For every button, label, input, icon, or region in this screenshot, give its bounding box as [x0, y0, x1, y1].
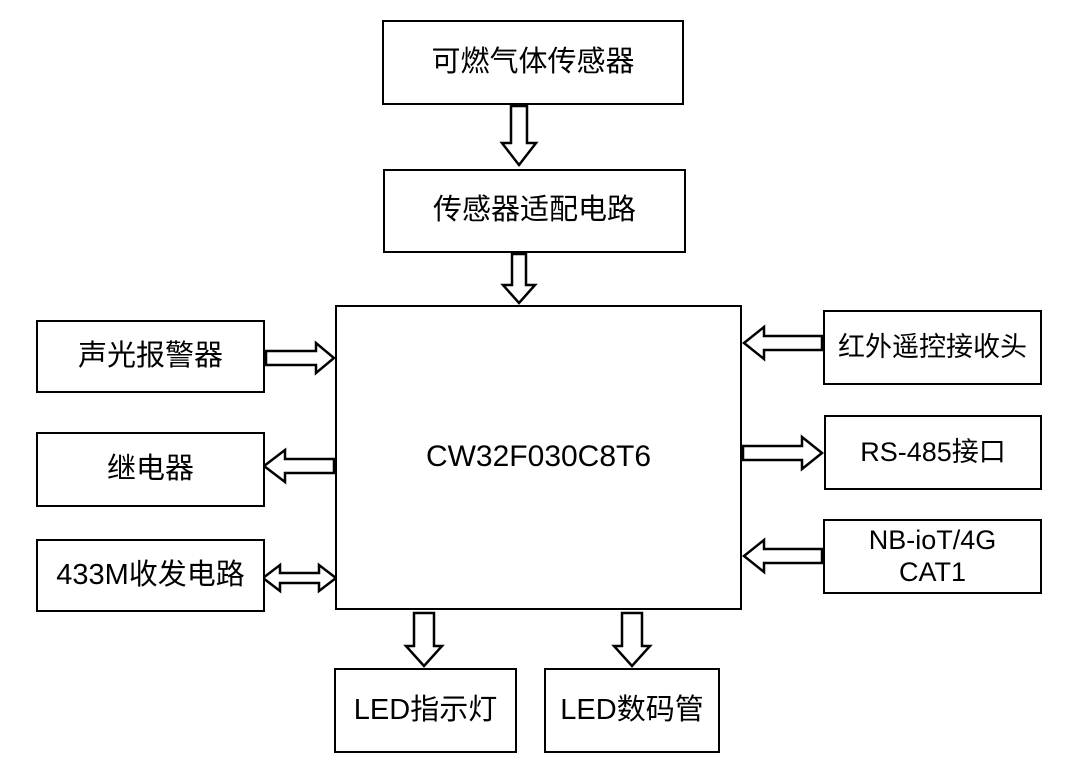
down-arrow-gas-to-adapter-icon: [499, 104, 539, 168]
node-alarm: 声光报警器: [36, 320, 265, 393]
node-mcu: CW32F030C8T6: [335, 305, 742, 610]
node-rf433: 433M收发电路: [36, 539, 265, 612]
left-arrow-nbiot-to-mcu-icon: [741, 537, 824, 575]
double-arrow-rf433-mcu-icon: [260, 562, 339, 594]
right-arrow-alarm-to-mcu-icon: [264, 340, 336, 376]
node-nbiot-label-line2: CAT1: [898, 556, 966, 587]
left-arrow-mcu-to-relay-icon: [261, 447, 336, 485]
node-rf433-label: 433M收发电路: [56, 558, 245, 591]
node-led-display-label: LED数码管: [560, 693, 704, 726]
node-ir-receiver-label: 红外遥控接收头: [838, 331, 1027, 362]
node-gas-sensor-label: 可燃气体传感器: [431, 45, 635, 78]
node-alarm-label: 声光报警器: [77, 339, 223, 372]
node-led-indicator: LED指示灯: [334, 668, 517, 753]
right-arrow-mcu-to-rs485-icon: [741, 434, 825, 472]
node-gas-sensor: 可燃气体传感器: [382, 20, 684, 105]
node-ir-receiver: 红外遥控接收头: [823, 310, 1042, 385]
node-sensor-adapter-label: 传感器适配电路: [432, 194, 636, 227]
node-nbiot-label-line1: NB-ioT/4G: [868, 525, 997, 556]
node-led-indicator-label: LED指示灯: [353, 693, 498, 726]
down-arrow-mcu-to-led-indicator-icon: [403, 611, 445, 668]
node-rs485-label: RS-485接口: [860, 436, 1006, 467]
left-arrow-ir-to-mcu-icon: [741, 324, 824, 362]
node-nbiot-label: NB-ioT/4G CAT1: [869, 525, 997, 587]
node-relay: 继电器: [36, 432, 265, 507]
node-mcu-label: CW32F030C8T6: [425, 440, 652, 474]
node-nbiot: NB-ioT/4G CAT1: [823, 519, 1042, 594]
node-relay-label: 继电器: [106, 452, 194, 485]
down-arrow-adapter-to-mcu-icon: [500, 252, 538, 305]
node-led-display: LED数码管: [544, 668, 720, 753]
node-rs485: RS-485接口: [824, 415, 1042, 490]
down-arrow-mcu-to-led-display-icon: [611, 611, 653, 668]
node-sensor-adapter: 传感器适配电路: [383, 169, 686, 253]
